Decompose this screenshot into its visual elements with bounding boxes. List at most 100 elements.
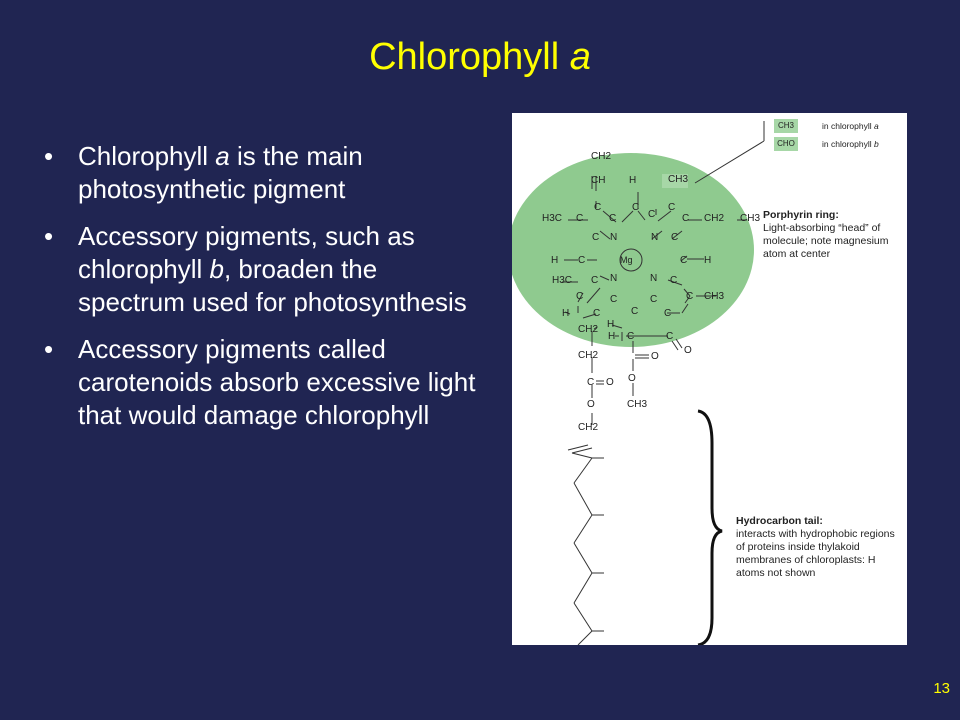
tail-label: Hydrocarbon tail:interacts with hydropho…: [736, 515, 895, 579]
atom-c: C: [578, 255, 585, 266]
bond-line: [683, 288, 691, 297]
bond-line: [667, 279, 683, 286]
bond-line: [621, 210, 634, 223]
atom-c: C: [591, 275, 598, 286]
bond-line: [573, 572, 593, 604]
atom-ch2-chain: CH2: [578, 350, 598, 361]
bond-line: [573, 514, 593, 544]
atom-o: O: [606, 377, 614, 388]
atom-c: C: [668, 202, 675, 213]
atom-c: C: [680, 255, 687, 266]
atom-o: O: [651, 351, 659, 362]
atom-n: N: [651, 232, 658, 243]
bullet-dot-icon: •: [44, 334, 54, 364]
atom-c: C: [648, 209, 655, 220]
bond-line: [577, 292, 584, 303]
bond-line: [577, 630, 593, 645]
legend-ch3-box: CH3: [774, 119, 798, 133]
bond-line: [681, 303, 689, 314]
bullet-text-end: is the main photosynthetic pigment: [78, 141, 363, 204]
bullet-item: • Chlorophyll a is the main photosyntheti…: [38, 140, 478, 206]
atom-o: O: [684, 345, 692, 356]
ch3-highlight-box: [662, 174, 688, 188]
porphyrin-ring-highlight: [512, 153, 754, 347]
atom-c: C: [666, 331, 673, 342]
title-italic: a: [569, 36, 591, 78]
atom-n: N: [610, 232, 617, 243]
legend-cho-text: in chlorophyll b: [822, 139, 879, 149]
atom-c: C: [650, 294, 657, 305]
bond-line: [564, 311, 571, 315]
bullet-item: • Accessory pigments called carotenoids a…: [38, 333, 478, 432]
bond-line: [680, 255, 688, 262]
bond-line: [571, 452, 593, 459]
bond-line: [586, 287, 601, 304]
bullet-italic: a: [215, 141, 230, 171]
bond-line: [573, 602, 593, 632]
atom-c: C: [587, 377, 594, 388]
hydrocarbon-tail-brace: [697, 409, 723, 645]
bond-line: [573, 457, 593, 484]
atom-o: O: [587, 399, 595, 410]
title-main: Chlorophyll: [369, 36, 570, 78]
atom-c: C: [592, 232, 599, 243]
bond-line: [571, 447, 593, 454]
atom-mg: Mg: [620, 255, 633, 265]
atom-c: C: [593, 308, 600, 319]
bond-line: [651, 230, 663, 240]
atom-n: N: [610, 273, 617, 284]
bond-line: [602, 210, 617, 223]
slide-title: Chlorophyll a: [0, 34, 960, 80]
bond-line: [573, 542, 593, 574]
atom-ch: CH: [591, 175, 605, 186]
bond-line: [567, 444, 589, 451]
bond-line: [637, 210, 646, 221]
bond-line: [599, 230, 611, 240]
atom-ch3-right: CH3: [740, 213, 760, 224]
atom-ch2-chain: CH2: [578, 324, 598, 335]
magnesium-circle: [619, 248, 643, 272]
bond-line: [671, 230, 683, 240]
bullet-dot-icon: •: [44, 141, 54, 171]
bullet-text: Chlorophyll: [78, 141, 216, 171]
atom-h: H: [704, 255, 711, 266]
bullet-dot-icon: •: [44, 221, 54, 251]
atom-c: C: [576, 213, 583, 224]
atom-ch3-ester: CH3: [627, 399, 647, 410]
atom-ch3-lower: CH3: [704, 291, 724, 302]
atom-n: N: [650, 273, 657, 284]
legend-cho-box: CHO: [774, 137, 798, 151]
bond-line: [573, 482, 593, 516]
atom-h: H: [607, 319, 614, 330]
bond-line: [684, 295, 691, 304]
atom-h: H: [562, 308, 569, 319]
atom-c: C: [594, 202, 601, 213]
atom-ch2-right: CH2: [704, 213, 724, 224]
atom-c: C: [631, 306, 638, 317]
bullet-text: Accessory pigments called carotenoids ab…: [78, 334, 476, 430]
atom-c: C: [670, 275, 677, 286]
atom-c: C: [610, 294, 617, 305]
atom-h: H: [608, 331, 615, 342]
bond-line: [657, 210, 672, 222]
atom-c: C: [632, 202, 639, 213]
bond-line: [671, 340, 679, 351]
bullet-item: • Accessory pigments, such as chlorophyll…: [38, 220, 478, 319]
atom-ch3-highlight: CH3: [668, 174, 688, 185]
atom-o: O: [628, 373, 636, 384]
legend-ch3-text: in chlorophyll a: [822, 121, 879, 131]
bullet-list: • Chlorophyll a is the main photosyntheti…: [38, 140, 478, 446]
atom-c: C: [627, 331, 634, 342]
bond-line: [694, 140, 765, 184]
bullet-text-end: , broaden the spectrum used for photosyn…: [78, 254, 467, 317]
atom-h3c: H3C: [542, 213, 562, 224]
atom-ch2-top: CH2: [591, 151, 611, 162]
atom-c: C: [609, 213, 616, 224]
bullet-text: Accessory pigments, such as chlorophyll: [78, 221, 415, 284]
porphyrin-label: Porphyrin ring:Light-absorbing “head” of…: [763, 209, 889, 260]
page-number: 13: [933, 680, 950, 697]
atom-h: H: [629, 175, 636, 186]
bond-line: [582, 313, 597, 319]
